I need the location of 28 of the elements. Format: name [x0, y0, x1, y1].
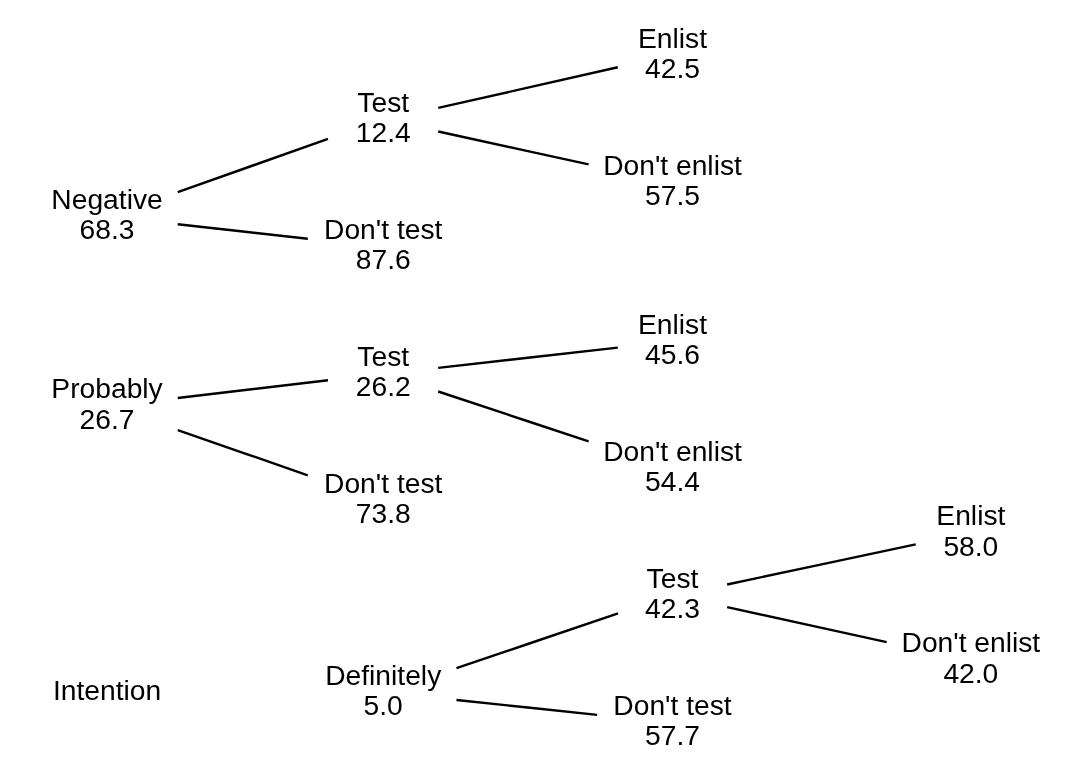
connector	[438, 345, 618, 369]
node-text: Test 26.2	[355, 339, 411, 402]
node-text: Don't test 87.6	[324, 212, 443, 275]
node-text: Don't test 73.8	[324, 466, 443, 529]
connector	[177, 137, 329, 193]
node-text: Enlist 45.6	[637, 307, 708, 370]
connector	[177, 222, 308, 240]
node-text: Negative 68.3	[51, 182, 163, 245]
node-text: Enlist 42.5	[637, 21, 708, 84]
node-text: Don't enlist 42.0	[901, 625, 1041, 689]
connector	[437, 129, 589, 166]
node-text: Definitely 5.0	[325, 658, 442, 721]
connector	[437, 65, 619, 109]
connector	[437, 389, 589, 443]
label: Intention	[52, 673, 162, 706]
node-text: Test 42.3	[645, 561, 700, 624]
node-text: Don't enlist 54.4	[603, 434, 742, 497]
node-text: Probably 26.7	[51, 371, 163, 435]
node-text: Test 12.4	[355, 85, 411, 148]
node-text: Enlist 58.0	[936, 498, 1006, 562]
connector	[177, 428, 309, 476]
connector	[726, 542, 916, 586]
connector	[177, 378, 329, 399]
connector	[456, 698, 598, 716]
node-text: Don't test 57.7	[613, 688, 732, 751]
connector	[456, 611, 619, 669]
node-text: Don't enlist 57.5	[603, 148, 742, 211]
connector	[726, 605, 887, 643]
